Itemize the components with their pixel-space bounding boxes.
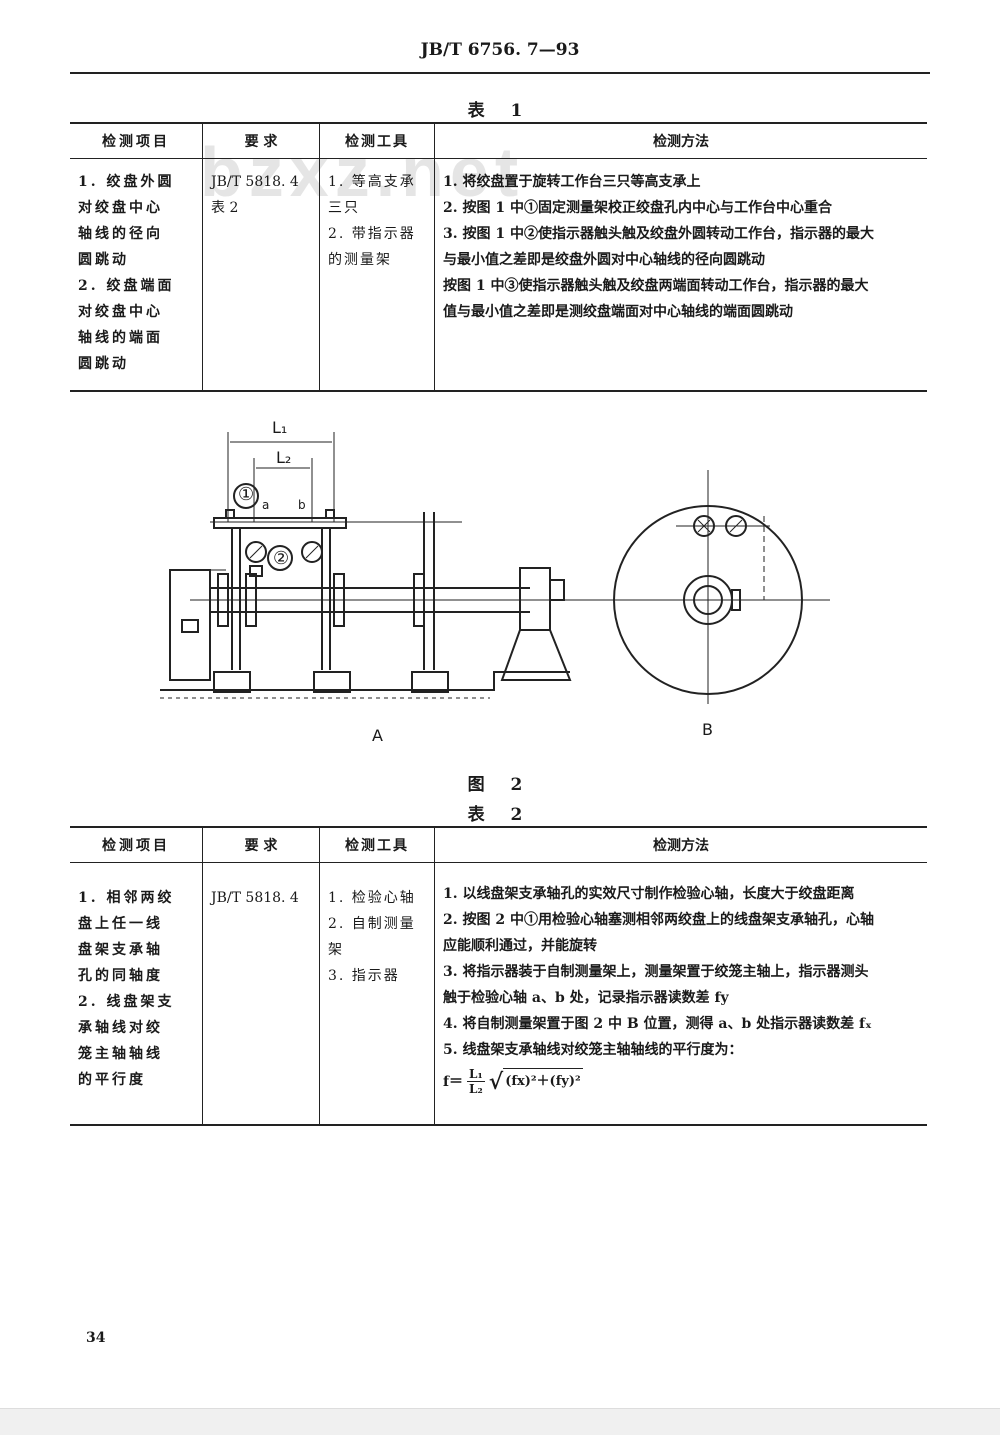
table2-header-row: 检测项目 要 求 检测工具 检测方法 (70, 826, 927, 863)
method-line: 2. 按图 2 中①用检验心轴塞测相邻两绞盘上的线盘架支承轴孔，心轴 (443, 912, 874, 928)
parallelism-formula: f＝ L₁ L₂ √ (fx)²＋(fy)² (443, 1067, 583, 1096)
table2-col-tools: 检测工具 (319, 826, 435, 863)
label-view-a: A (372, 726, 383, 745)
formula-lhs: f＝ (443, 1073, 464, 1090)
table1-tools-cell: 1. 等高支承 三只 2. 带指示器 的测量架 (319, 158, 435, 392)
method-line: 应能顺利通过，并能旋转 (443, 938, 597, 954)
table-row: 1. 相邻两绞 盘上任一线 盘架支承轴 孔的同轴度 2. 线盘架支 承轴线对绞 … (70, 862, 927, 1126)
item-line: 轴线的端面 (78, 330, 163, 346)
method-line: 4. 将自制测量架置于图 2 中 B 位置，测得 a、b 处指示器读数差 fₓ (443, 1016, 872, 1032)
item-line: 盘上任一线 (78, 916, 163, 932)
method-line: 5. 线盘架支承轴线对绞笼主轴轴线的平行度为： (443, 1042, 743, 1058)
method-line: 触于检验心轴 a、b 处，记录指示器读数差 fy (443, 990, 729, 1006)
tool-line: 2. 带指示器 (328, 226, 416, 242)
header-rule (70, 72, 930, 74)
figure-caption: 图 2 (467, 775, 533, 795)
label-l1: L₁ (272, 418, 288, 437)
table1-col-tools: 检测工具 (319, 122, 435, 159)
table2-col-method: 检测方法 (434, 826, 927, 863)
table1-method-cell: 1. 将绞盘置于旋转工作台三只等高支承上 2. 按图 1 中①固定测量架校正绞盘… (434, 158, 927, 392)
item-line: 孔的同轴度 (78, 968, 163, 984)
item-line: 承轴线对绞 (78, 1020, 163, 1036)
table2: 检测项目 要 求 检测工具 检测方法 1. 相邻两绞 盘上任一线 盘架支承轴 孔… (70, 826, 927, 1126)
table1-header-row: 检测项目 要 求 检测工具 检测方法 (70, 122, 927, 159)
table2-method-cell: 1. 以线盘架支承轴孔的实效尺寸制作检验心轴，长度大于绞盘距离 2. 按图 2 … (434, 862, 927, 1126)
label-circled-2: ② (273, 548, 290, 569)
table2-requirement-cell: JB/T 5818. 4 (202, 862, 320, 1126)
method-line: 按图 1 中③使指示器触头触及绞盘两端面转动工作台，指示器的最大 (443, 278, 869, 294)
table2-items-cell: 1. 相邻两绞 盘上任一线 盘架支承轴 孔的同轴度 2. 线盘架支 承轴线对绞 … (70, 862, 203, 1126)
method-line: 值与最小值之差即是测绞盘端面对中心轴线的端面圆跳动 (443, 304, 793, 320)
label-a: a (262, 498, 270, 512)
method-line: 3. 将指示器装于自制测量架上，测量架置于绞笼主轴上，指示器测头 (443, 964, 869, 980)
method-line: 3. 按图 1 中②使指示器触头触及绞盘外圆转动工作台，指示器的最大 (443, 226, 874, 242)
figure-2-drawing (160, 432, 830, 704)
formula-radicand: (fx)²＋(fy)² (503, 1068, 583, 1095)
table1-items-cell: 1. 绞盘外圆 对绞盘中心 轴线的径向 圆跳动 2. 绞盘端面 对绞盘中心 轴线… (70, 158, 203, 392)
item-line: 圆跳动 (78, 356, 129, 372)
formula-sqrt: √ (fx)²＋(fy)² (489, 1068, 583, 1095)
item-line: 盘架支承轴 (78, 942, 163, 958)
label-view-b: B (702, 720, 713, 739)
tool-line: 1. 等高支承 (328, 174, 416, 190)
table2-col-requirement: 要 求 (202, 826, 320, 863)
method-line: 1. 以线盘架支承轴孔的实效尺寸制作检验心轴，长度大于绞盘距离 (443, 886, 855, 902)
tool-line: 三只 (328, 200, 360, 216)
method-line: 2. 按图 1 中①固定测量架校正绞盘孔内中心与工作台中心重合 (443, 200, 832, 216)
sqrt-icon: √ (488, 1068, 504, 1095)
item-line: 1. 绞盘外圆 (78, 174, 175, 190)
tool-line: 1. 检验心轴 (328, 890, 416, 906)
table1: 检测项目 要 求 检测工具 检测方法 1. 绞盘外圆 对绞盘中心 轴线的径向 圆… (70, 122, 927, 392)
formula-denominator: L₂ (469, 1082, 483, 1096)
requirement-line: 表 2 (211, 200, 239, 216)
item-line: 1. 相邻两绞 (78, 890, 175, 906)
scan-bottom-band (0, 1408, 1000, 1435)
item-line: 2. 线盘架支 (78, 994, 175, 1010)
tool-line: 2. 自制测量 (328, 916, 416, 932)
label-b: b (298, 498, 306, 512)
table1-col-method: 检测方法 (434, 122, 927, 159)
item-line: 对绞盘中心 (78, 304, 163, 320)
item-line: 的平行度 (78, 1072, 146, 1088)
method-line: 与最小值之差即是绞盘外圆对中心轴线的径向圆跳动 (443, 252, 765, 268)
item-line: 圆跳动 (78, 252, 129, 268)
requirement-line: JB/T 5818. 4 (211, 174, 299, 190)
page-number: 34 (86, 1330, 106, 1346)
document-code: JB/T 6756. 7—93 (420, 40, 580, 60)
table1-col-requirement: 要 求 (202, 122, 320, 159)
item-line: 轴线的径向 (78, 226, 163, 242)
label-l2: L₂ (276, 448, 292, 467)
table2-caption: 表 2 (467, 805, 533, 825)
table1-requirement-cell: JB/T 5818. 4 表 2 (202, 158, 320, 392)
tool-line: 3. 指示器 (328, 968, 400, 984)
item-line: 笼主轴轴线 (78, 1046, 163, 1062)
tool-line: 的测量架 (328, 252, 392, 268)
formula-fraction: L₁ L₂ (467, 1067, 485, 1096)
formula-numerator: L₁ (467, 1067, 485, 1082)
view-b (600, 470, 830, 704)
table2-col-item: 检测项目 (70, 826, 203, 863)
view-a (160, 432, 630, 699)
requirement-line: JB/T 5818. 4 (211, 890, 299, 906)
table1-caption: 表 1 (467, 101, 533, 121)
table1-col-item: 检测项目 (70, 122, 203, 159)
table2-tools-cell: 1. 检验心轴 2. 自制测量 架 3. 指示器 (319, 862, 435, 1126)
tool-line: 架 (328, 942, 344, 958)
label-circled-1: ① (238, 484, 255, 505)
item-line: 2. 绞盘端面 (78, 278, 175, 294)
item-line: 对绞盘中心 (78, 200, 163, 216)
method-line: 1. 将绞盘置于旋转工作台三只等高支承上 (443, 174, 701, 190)
table-row: 1. 绞盘外圆 对绞盘中心 轴线的径向 圆跳动 2. 绞盘端面 对绞盘中心 轴线… (70, 158, 927, 392)
